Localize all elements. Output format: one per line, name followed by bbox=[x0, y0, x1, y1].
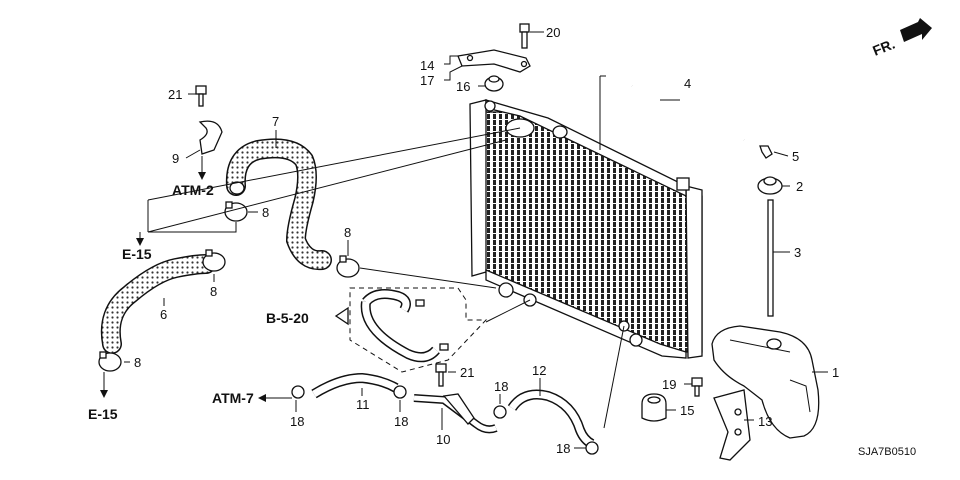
front-direction-label: FR. bbox=[870, 36, 897, 59]
callout-8d: 8 bbox=[134, 355, 141, 370]
callout-21-top: 21 bbox=[168, 87, 182, 102]
ref-e-15-bottom[interactable]: E-15 bbox=[88, 406, 118, 422]
callout-4: 4 bbox=[684, 76, 691, 91]
bolt-21-mid bbox=[435, 363, 447, 387]
callout-1: 1 bbox=[832, 365, 839, 380]
clamp-18c bbox=[493, 405, 507, 419]
bolt-19 bbox=[691, 377, 703, 397]
callout-18a: 18 bbox=[290, 414, 304, 429]
ref-e-15-top[interactable]: E-15 bbox=[122, 246, 152, 262]
callout-6: 6 bbox=[160, 307, 167, 322]
ref-atm-7[interactable]: ATM-7 bbox=[212, 390, 254, 406]
cap-15 bbox=[641, 393, 667, 422]
hose-stay-9 bbox=[198, 120, 223, 155]
callout-9: 9 bbox=[172, 151, 179, 166]
bolt-21-top bbox=[195, 85, 207, 107]
ref-b-5-20[interactable]: B-5-20 bbox=[266, 310, 309, 326]
bolt-20 bbox=[519, 23, 530, 49]
clamp-18b bbox=[393, 385, 407, 399]
callout-18c: 18 bbox=[494, 379, 508, 394]
leader-lines bbox=[100, 31, 828, 449]
clamp-18d bbox=[585, 441, 599, 455]
callout-14: 14 bbox=[420, 58, 434, 73]
radiator bbox=[469, 99, 703, 359]
callout-7: 7 bbox=[272, 114, 279, 129]
callout-15: 15 bbox=[680, 403, 694, 418]
callout-21-mid: 21 bbox=[460, 365, 474, 380]
hose-clamp-8b bbox=[202, 249, 226, 272]
front-direction-arrow-icon bbox=[900, 18, 932, 42]
hose-clamp-8d bbox=[98, 351, 122, 372]
reserve-tank bbox=[711, 325, 820, 439]
callout-17: 17 bbox=[420, 73, 434, 88]
callout-20: 20 bbox=[546, 25, 560, 40]
detail-box bbox=[349, 287, 488, 373]
callout-16: 16 bbox=[456, 79, 470, 94]
callout-18d: 18 bbox=[556, 441, 570, 456]
callout-11: 11 bbox=[356, 397, 370, 412]
callout-3: 3 bbox=[794, 245, 801, 260]
callout-19: 19 bbox=[662, 377, 676, 392]
hose-clamp-8c bbox=[336, 255, 360, 278]
tank-bracket-13 bbox=[713, 389, 751, 461]
callout-8a: 8 bbox=[262, 205, 269, 220]
callout-8b: 8 bbox=[210, 284, 217, 299]
ref-atm-2[interactable]: ATM-2 bbox=[172, 182, 214, 198]
callout-10: 10 bbox=[436, 432, 450, 447]
clamp-18a bbox=[291, 385, 305, 399]
callout-2: 2 bbox=[796, 179, 803, 194]
upper-bracket bbox=[457, 49, 531, 73]
callout-18b: 18 bbox=[394, 414, 408, 429]
callout-12: 12 bbox=[532, 363, 546, 378]
cushion-2 bbox=[757, 176, 783, 195]
cushion-16 bbox=[484, 75, 504, 92]
callout-13: 13 bbox=[758, 414, 772, 429]
callout-5: 5 bbox=[792, 149, 799, 164]
rod-3 bbox=[767, 199, 774, 317]
diagram-code: SJA7B0510 bbox=[858, 446, 916, 458]
callout-8c: 8 bbox=[344, 225, 351, 240]
clip-5 bbox=[759, 145, 773, 159]
